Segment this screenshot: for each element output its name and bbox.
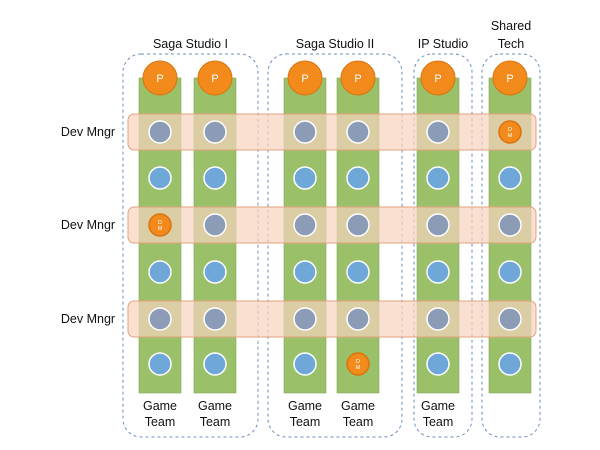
dev-manager-row-label: Dev Mngr <box>61 312 115 326</box>
studio-title: IP Studio <box>418 37 469 51</box>
dev-manager-node <box>498 120 522 144</box>
team-member-node <box>498 260 522 284</box>
dev-manager-node-label: M <box>158 226 163 232</box>
team-member-node <box>498 352 522 376</box>
producer-label: P <box>301 73 308 85</box>
dev-manager-band <box>127 113 537 151</box>
studio-group-box <box>481 53 541 438</box>
studio-title: Tech <box>498 37 524 51</box>
dev-manager-row-label: Dev Mngr <box>61 125 115 139</box>
team-member-node <box>293 352 317 376</box>
studio-group-box <box>267 53 403 438</box>
team-member-node <box>426 352 450 376</box>
producer-node <box>142 60 178 96</box>
studio-title: Saga Studio II <box>296 37 375 51</box>
dev-manager-node-label: D <box>158 220 162 226</box>
team-member-node <box>148 352 172 376</box>
team-member-node <box>203 213 227 237</box>
game-team-label: Game <box>198 399 232 413</box>
dev-manager-node <box>346 352 370 376</box>
team-member-node <box>148 260 172 284</box>
producer-node <box>287 60 323 96</box>
team-member-node <box>426 307 450 331</box>
team-member-node <box>346 307 370 331</box>
studio-title: Saga Studio I <box>153 37 228 51</box>
team-member-node <box>203 120 227 144</box>
game-team-label: Game <box>143 399 177 413</box>
team-member-node <box>148 307 172 331</box>
game-team-label: Game <box>341 399 375 413</box>
team-member-node <box>346 120 370 144</box>
dev-manager-node-label: D <box>508 127 512 133</box>
game-team-label: Team <box>423 415 454 429</box>
team-member-node <box>203 307 227 331</box>
labels: Saga Studio I Saga Studio II IP Studio Shar… <box>61 19 531 429</box>
producer-node <box>340 60 376 96</box>
producer-node <box>492 60 528 96</box>
producer-label: P <box>354 73 361 85</box>
team-member-node <box>498 213 522 237</box>
game-team-label: Team <box>343 415 374 429</box>
studio-groups <box>122 53 541 438</box>
team-member-node <box>293 213 317 237</box>
dev-manager-rows <box>127 113 537 338</box>
studio-title: Shared <box>491 19 531 33</box>
producer-label: P <box>506 73 513 85</box>
team-member-node <box>293 260 317 284</box>
dev-manager-node-label: M <box>508 133 513 139</box>
game-team-label: Team <box>145 415 176 429</box>
team-member-node <box>426 166 450 190</box>
team-member-node <box>346 213 370 237</box>
game-team-label: Team <box>290 415 321 429</box>
producer-node <box>420 60 456 96</box>
dev-manager-node-label: M <box>356 365 361 371</box>
team-member-node <box>426 213 450 237</box>
team-member-node <box>148 120 172 144</box>
dev-manager-band <box>127 206 537 244</box>
team-member-node <box>203 166 227 190</box>
game-team-label: Team <box>200 415 231 429</box>
dev-manager-row-label: Dev Mngr <box>61 218 115 232</box>
dev-manager-node-label: D <box>356 359 360 365</box>
team-member-node <box>293 120 317 144</box>
team-member-node <box>203 260 227 284</box>
team-member-node <box>203 352 227 376</box>
dev-manager-band <box>127 300 537 338</box>
producer-label: P <box>434 73 441 85</box>
team-member-node <box>498 307 522 331</box>
team-member-node <box>346 260 370 284</box>
studio-group-box <box>413 53 473 438</box>
dev-manager-node <box>148 213 172 237</box>
team-member-node <box>293 166 317 190</box>
team-member-node <box>426 120 450 144</box>
producer-label: P <box>211 73 218 85</box>
team-member-node <box>148 166 172 190</box>
team-member-node <box>498 166 522 190</box>
producer-node <box>197 60 233 96</box>
game-team-label: Game <box>288 399 322 413</box>
studio-group-box <box>122 53 259 438</box>
producer-label: P <box>156 73 163 85</box>
team-member-node <box>426 260 450 284</box>
team-member-node <box>293 307 317 331</box>
team-member-node <box>346 166 370 190</box>
game-team-label: Game <box>421 399 455 413</box>
